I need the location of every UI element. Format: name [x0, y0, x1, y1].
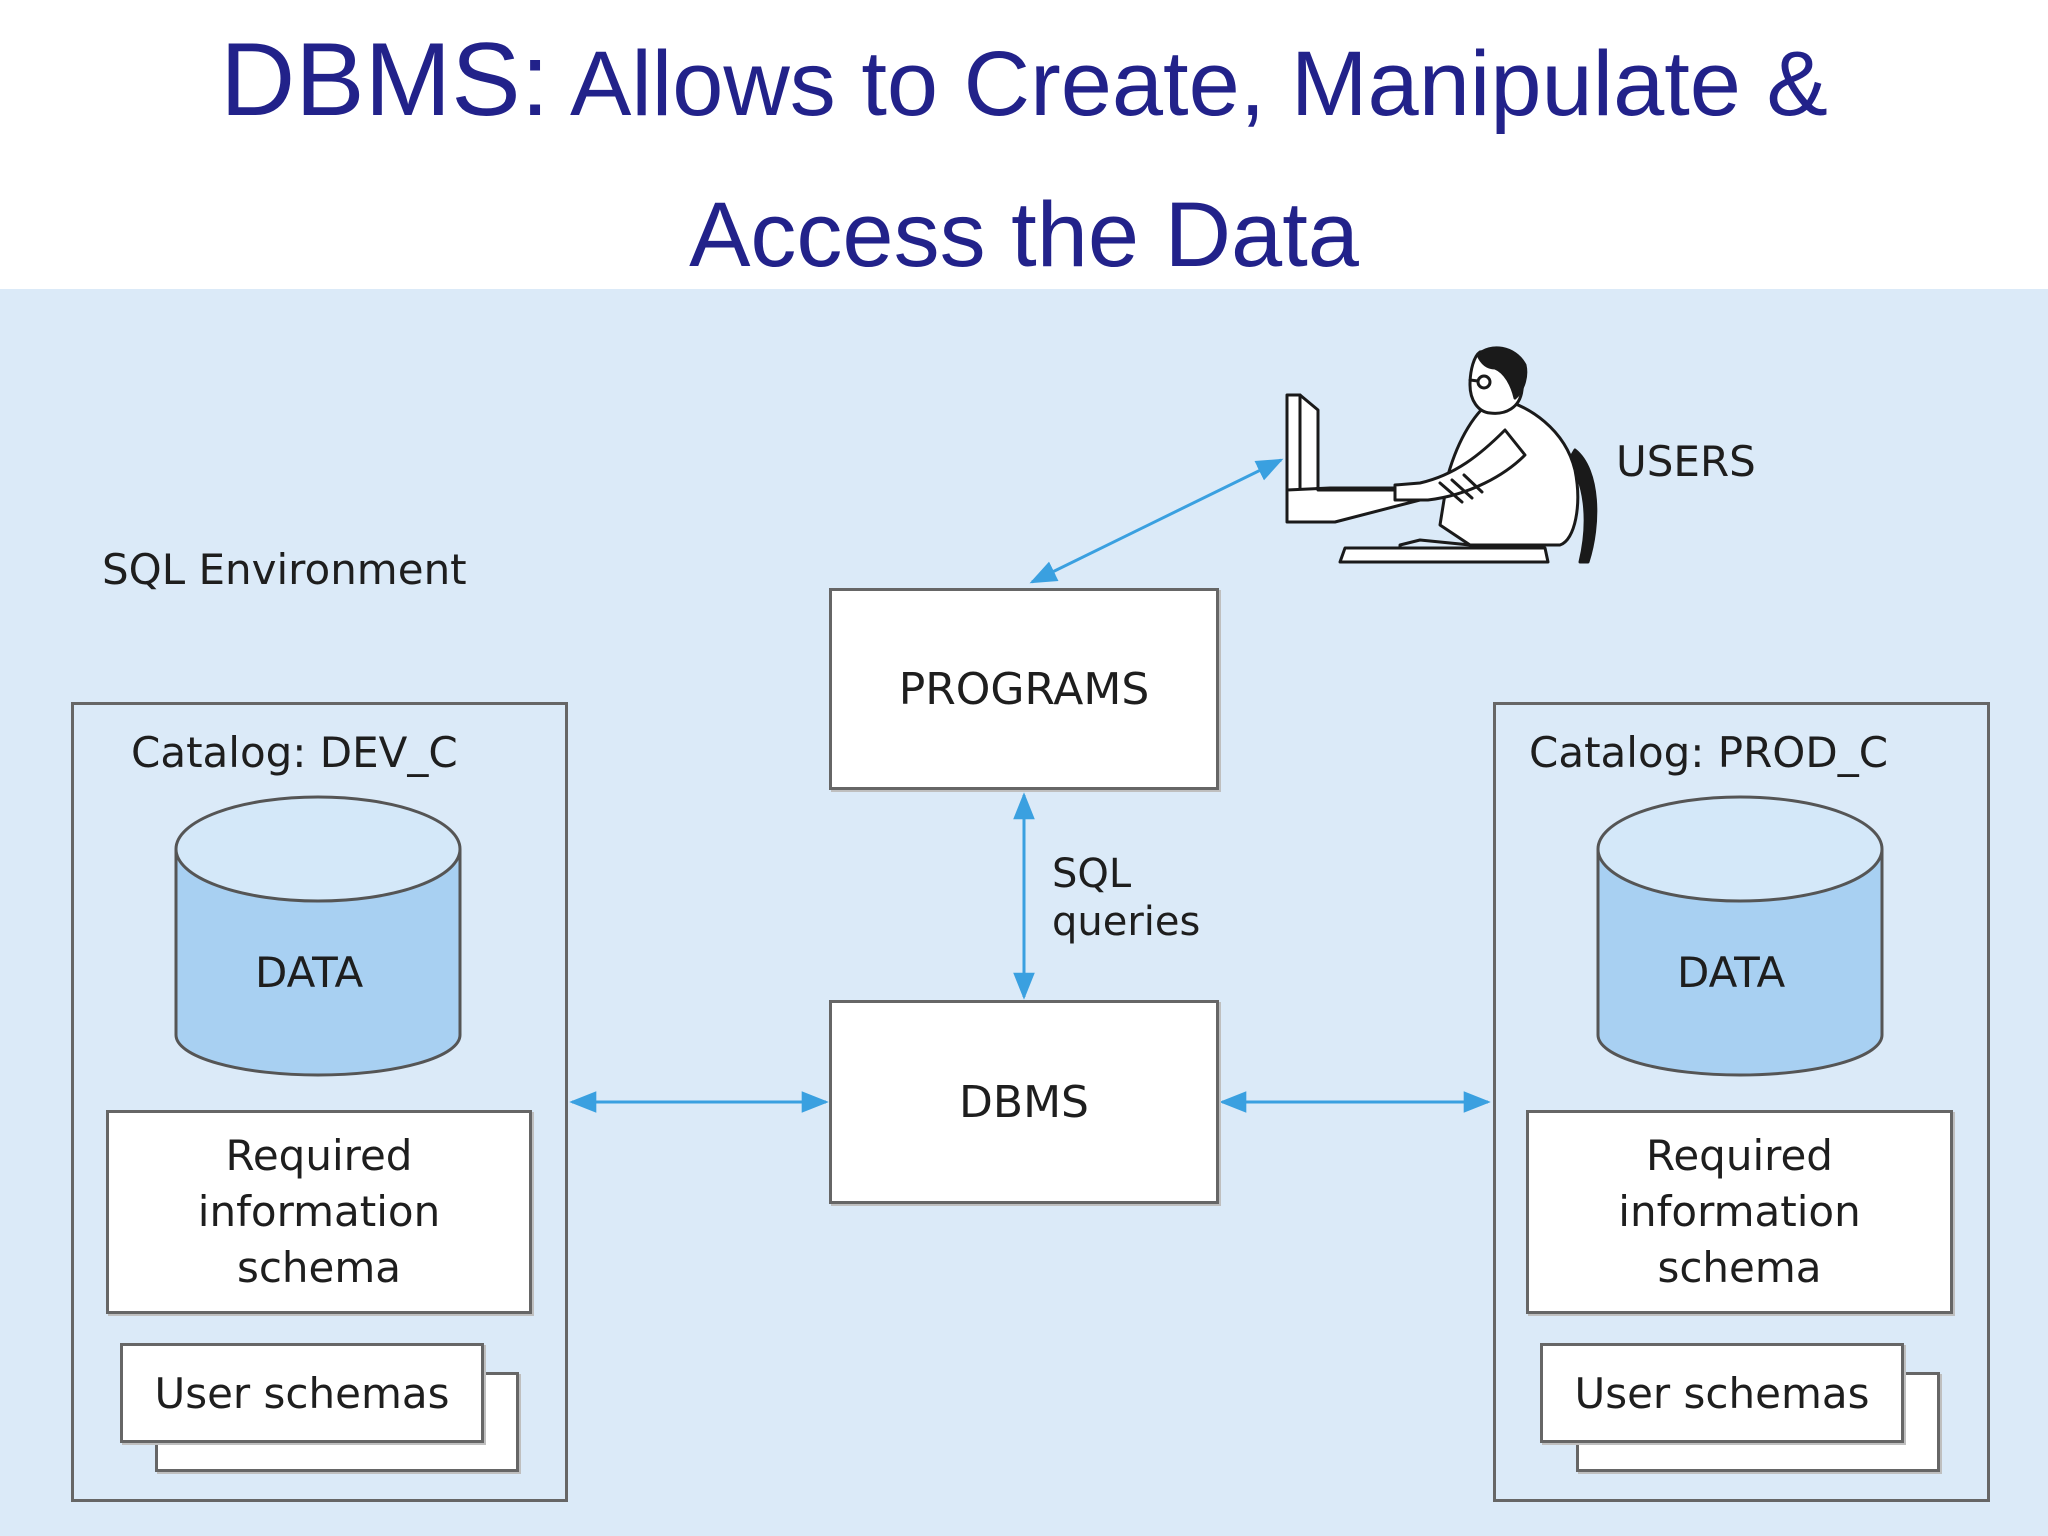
- data-label-prod: DATA: [1677, 948, 1786, 997]
- catalog-dev-container: [71, 702, 568, 1502]
- user-computer-icon: [1285, 346, 1598, 564]
- title-rest: Allows to Create, Manipulate &: [549, 33, 1828, 135]
- database-cylinder-prod: [1596, 795, 1884, 1077]
- sql-queries-label: SQL queries: [1052, 850, 1200, 946]
- programs-label: PROGRAMS: [898, 663, 1150, 715]
- schema-line-schema: schema: [1657, 1243, 1822, 1292]
- user-schemas-label-prod: User schemas: [1574, 1368, 1870, 1418]
- schema-line-schema: schema: [236, 1243, 402, 1292]
- title-prefix: DBMS:: [220, 22, 550, 138]
- schema-line-information: information: [1618, 1187, 1861, 1236]
- schema-line-required: Required: [1646, 1131, 1833, 1180]
- user-schemas-box-dev: User schemas: [120, 1343, 484, 1443]
- programs-box: PROGRAMS: [829, 588, 1219, 790]
- sql-queries-line-2: queries: [1052, 899, 1201, 945]
- dbms-box: DBMS: [829, 1000, 1219, 1204]
- arrow-users-programs: [1029, 458, 1284, 584]
- data-label-dev: DATA: [255, 948, 364, 997]
- catalog-dev-title: Catalog: DEV_C: [131, 728, 458, 777]
- catalog-prod-title: Catalog: PROD_C: [1529, 728, 1889, 777]
- user-schemas-label-dev: User schemas: [154, 1368, 450, 1418]
- information-schema-box-dev: Required information schema: [106, 1110, 532, 1314]
- title-line-2: Access the Data: [689, 184, 1359, 286]
- sql-environment-label: SQL Environment: [102, 545, 467, 594]
- catalog-prod-container: [1493, 702, 1990, 1502]
- schema-line-information: information: [197, 1187, 441, 1236]
- database-cylinder-dev: [174, 795, 462, 1077]
- sql-queries-line-1: SQL: [1052, 851, 1132, 897]
- schema-line-required: Required: [225, 1131, 413, 1180]
- title-line-1: DBMS: Allows to Create, Manipulate &: [0, 18, 2048, 173]
- dbms-label: DBMS: [959, 1076, 1089, 1128]
- information-schema-box-prod: Required information schema: [1526, 1110, 1953, 1314]
- users-label: USERS: [1616, 437, 1756, 486]
- slide-title: DBMS: Allows to Create, Manipulate & Acc…: [0, 18, 2048, 297]
- user-schemas-box-prod: User schemas: [1540, 1343, 1904, 1443]
